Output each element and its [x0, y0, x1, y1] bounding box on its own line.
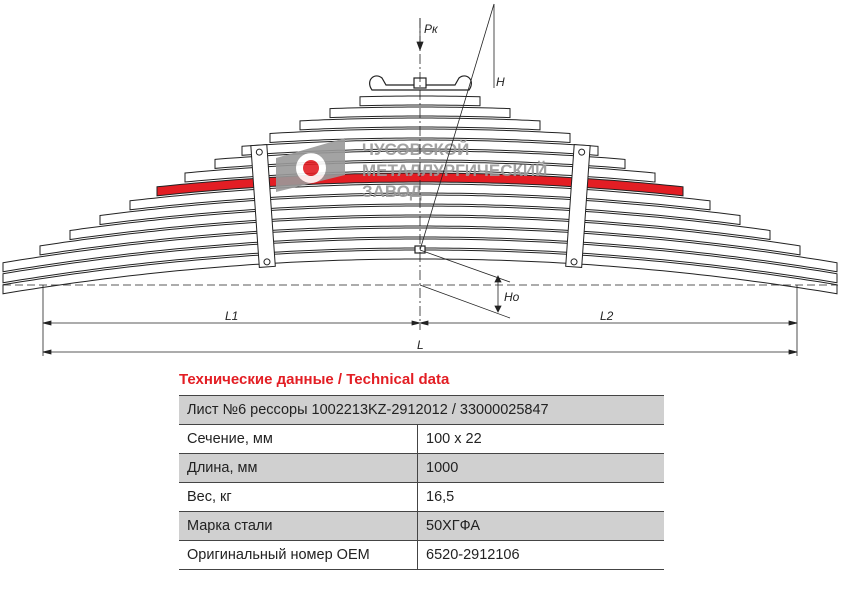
logo-text-line2: МЕТАЛЛУРГИЧЕСКИЙ	[362, 161, 547, 180]
leaf	[39, 216, 801, 256]
leaf	[2, 238, 838, 284]
table-header-row: Лист №6 рессоры 1002213KZ-2912012 / 3300…	[179, 395, 664, 425]
table-header: Лист №6 рессоры 1002213KZ-2912012 / 3300…	[179, 395, 664, 425]
dimension-lines	[3, 3, 838, 356]
row-key: Сечение, мм	[179, 424, 418, 454]
technical-data-table: Лист №6 рессоры 1002213KZ-2912012 / 3300…	[179, 395, 664, 570]
row-key: Марка стали	[179, 511, 418, 541]
logo-text-line1: ЧУСОВСКОЙ	[362, 140, 469, 159]
table-title: Технические данные / Technical data	[179, 371, 450, 388]
leaf	[129, 183, 711, 211]
force-label: Pк	[424, 22, 439, 36]
leaf	[2, 227, 838, 273]
row-key: Длина, мм	[179, 453, 418, 483]
clamp-right	[565, 144, 591, 268]
height-label: H	[496, 75, 505, 89]
row-value: 100 x 22	[417, 424, 664, 454]
row-value: 1000	[417, 453, 664, 483]
row-value: 50ХГФА	[417, 511, 664, 541]
l2-label: L2	[600, 309, 614, 323]
row-key: Вес, кг	[179, 482, 418, 512]
leaf	[69, 205, 771, 241]
l1-label: L1	[225, 309, 238, 323]
height0-label: Ho	[504, 290, 520, 304]
leaf	[2, 249, 838, 295]
logo: ЧУСОВСКОЙ МЕТАЛЛУРГИЧЕСКИЙ ЗАВОД	[276, 138, 547, 201]
leaf	[359, 95, 481, 107]
logo-text-line3: ЗАВОД	[362, 182, 422, 201]
clamp-left	[250, 144, 276, 268]
length-label: L	[417, 338, 424, 352]
row-key: Оригинальный номер OEM	[179, 540, 418, 570]
leaf-spring-drawing: ЧУСОВСКОЙ МЕТАЛЛУРГИЧЕСКИЙ ЗАВОД	[2, 3, 838, 356]
row-value: 16,5	[417, 482, 664, 512]
leaf	[299, 117, 541, 131]
row-value: 6520-2912106	[417, 540, 664, 570]
